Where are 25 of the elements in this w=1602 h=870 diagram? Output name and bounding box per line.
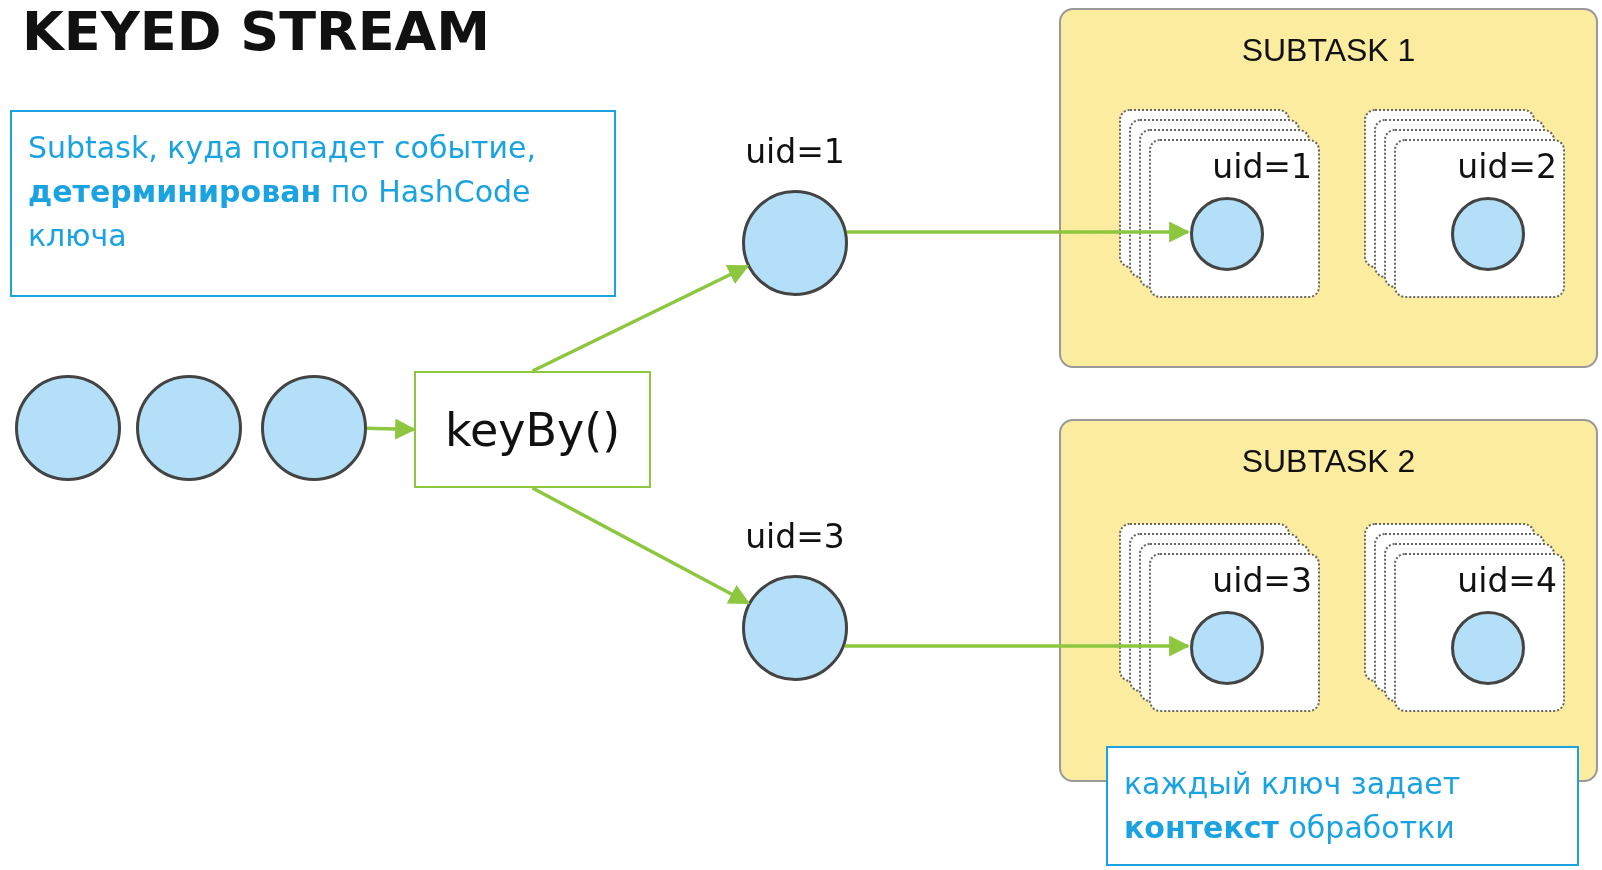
arrow xyxy=(844,635,1191,657)
arrow xyxy=(531,264,750,373)
state-circle xyxy=(1451,611,1525,685)
arrow xyxy=(366,418,417,440)
subtask-panel xyxy=(1059,8,1598,368)
state-circle xyxy=(1190,611,1264,685)
event-circle xyxy=(261,375,367,481)
subtask-heading: SUBTASK 1 xyxy=(1240,32,1417,69)
key-label: uid=3 xyxy=(1212,561,1312,600)
key-label: uid=1 xyxy=(1212,147,1312,186)
note-box: Subtask, куда попадет событие, детерминирован по HashCode ключа xyxy=(10,110,616,297)
key-label: uid=2 xyxy=(1457,147,1557,186)
operator-box: keyBy() xyxy=(414,371,651,488)
event-circle xyxy=(15,375,121,481)
key-label: uid=3 xyxy=(744,517,846,556)
state-circle xyxy=(1451,197,1525,271)
note-box: каждый ключ задает контекст обработки xyxy=(1106,746,1579,866)
subtask-heading: SUBTASK 2 xyxy=(1240,443,1417,480)
state-circle xyxy=(1190,197,1264,271)
event-circle xyxy=(136,375,242,481)
key-label: uid=4 xyxy=(1457,561,1557,600)
key-label: uid=1 xyxy=(744,132,846,171)
arrow xyxy=(846,221,1191,243)
arrow xyxy=(531,486,751,605)
title: KEYED STREAM xyxy=(22,0,491,63)
